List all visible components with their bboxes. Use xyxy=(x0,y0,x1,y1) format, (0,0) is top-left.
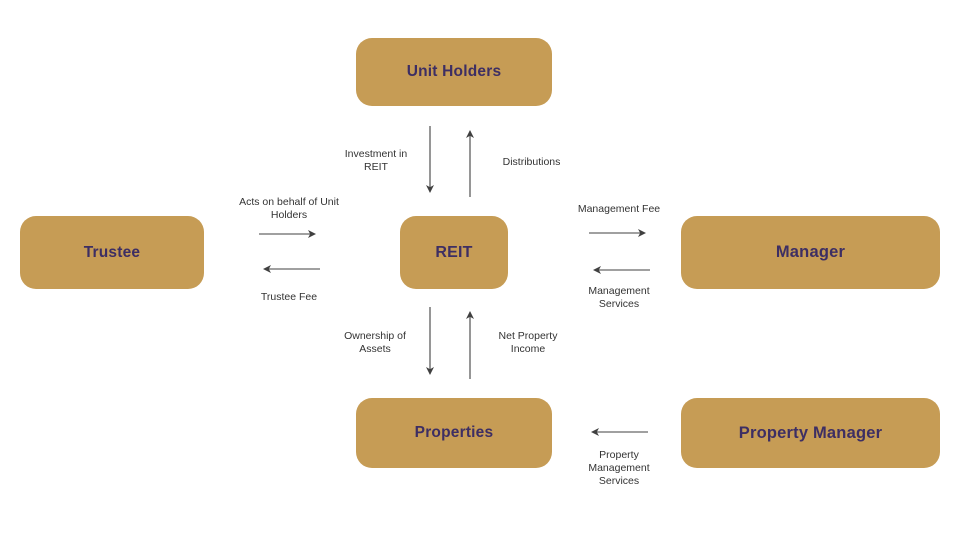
node-unit-holders: Unit Holders xyxy=(356,38,552,106)
label-management-fee: Management Fee xyxy=(577,203,661,215)
label-management-services: Management Services xyxy=(588,285,650,310)
node-manager: Manager xyxy=(681,216,940,289)
label-property-management-services: Property Management Services xyxy=(588,449,650,487)
node-trustee: Trustee xyxy=(20,216,204,289)
node-properties: Properties xyxy=(356,398,552,468)
label-trustee-fee: Trustee Fee xyxy=(260,291,318,303)
label-ownership-of-assets: Ownership of Assets xyxy=(344,330,406,355)
label-distributions: Distributions xyxy=(502,156,561,168)
label-acts-on-behalf: Acts on behalf of Unit Holders xyxy=(239,196,339,221)
label-investment-in-reit: Investment in REIT xyxy=(344,148,408,173)
label-net-property-income: Net Property Income xyxy=(498,330,558,355)
node-reit: REIT xyxy=(400,216,508,289)
node-property-manager: Property Manager xyxy=(681,398,940,468)
